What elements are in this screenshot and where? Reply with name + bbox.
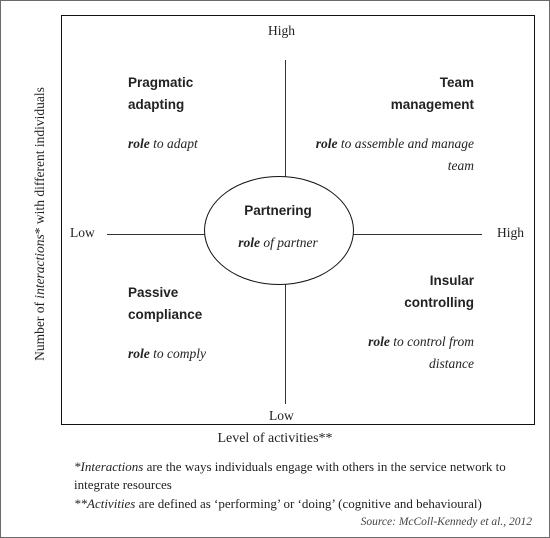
quadrant-title-line2: adapting (128, 96, 185, 112)
axis-top-label: High (268, 23, 295, 38)
center-title: Partnering (244, 203, 312, 218)
source-citation: Source: McColl-Kennedy et al., 2012 (360, 516, 532, 528)
quadrant-title-line2: controlling (404, 294, 474, 310)
quadrant-title-line1: Pragmatic (128, 75, 194, 90)
quadrant-title-line1: Passive (128, 285, 179, 300)
quadrant-insular-controlling: Insular controlling role to control from… (368, 270, 474, 374)
quadrant-role-line2: distance (429, 355, 474, 371)
quadrant-role: role to comply (128, 346, 206, 362)
axis-bottom-label: Low (269, 408, 294, 423)
note-interactions: *Interactions are the ways individuals e… (74, 459, 506, 492)
quadrant-title-line2: management (390, 96, 474, 112)
quadrant-title-line2: compliance (128, 306, 203, 322)
x-axis-label: Level of activities** (217, 431, 333, 446)
diagram-box (61, 15, 535, 425)
quadrant-role-line2: team (447, 157, 474, 173)
horizontal-axis-line-left (107, 234, 205, 235)
quadrant-role: role to adapt (128, 136, 198, 152)
center-role: role of partner (238, 234, 318, 250)
note-activities: **Activities are defined as ‘performing’… (74, 496, 482, 511)
quadrant-role: role to assemble and manage (315, 136, 474, 152)
quadrant-passive-compliance: Passive compliance role to comply (128, 282, 206, 365)
center-partnering: Partnering role of partner (204, 200, 352, 253)
quadrant-title-line1: Insular (429, 273, 474, 288)
partnering-ellipse (204, 176, 354, 285)
horizontal-axis-line-right (352, 234, 482, 235)
quadrant-title-line1: Team (439, 75, 474, 90)
axis-left-label: Low (70, 225, 95, 240)
axis-right-label: High (497, 225, 524, 240)
quadrant-team-management: Team management role to assemble and man… (316, 72, 474, 176)
quadrant-pragmatic-adapting: Pragmatic adapting role to adapt (128, 72, 198, 155)
quadrant-role: role to control from (368, 334, 474, 350)
